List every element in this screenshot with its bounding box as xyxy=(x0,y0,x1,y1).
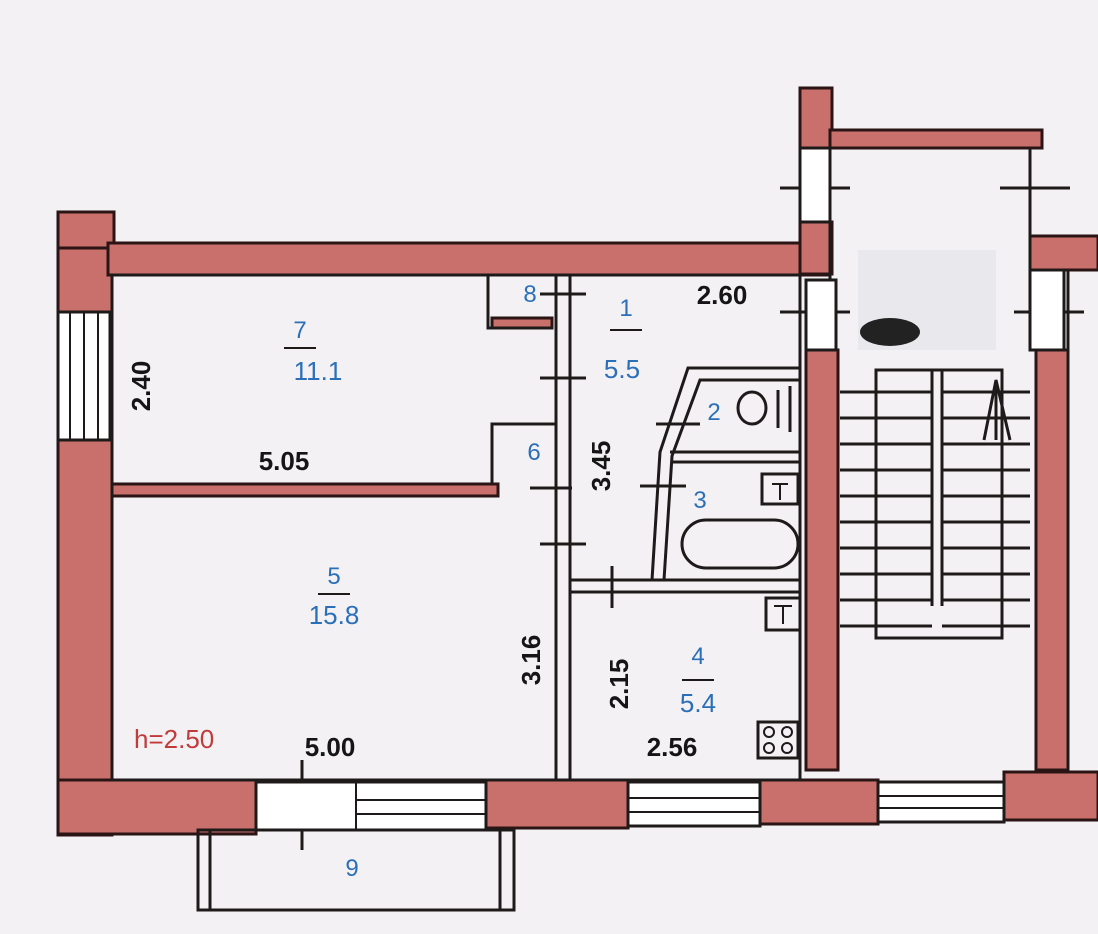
dim-hall-depth: 3.45 xyxy=(586,441,616,492)
bathtub-icon xyxy=(680,518,800,570)
dim-kitchen-width: 2.56 xyxy=(647,732,698,762)
room-3-number: 3 xyxy=(693,487,706,514)
room-6-number: 6 xyxy=(527,439,540,466)
room-7-area: 11.1 xyxy=(294,356,343,386)
room-1-number: 1 xyxy=(619,295,632,322)
dim-room7-depth: 2.40 xyxy=(126,361,156,412)
room-2-number: 2 xyxy=(707,399,720,426)
stair-arrow-icon xyxy=(982,379,1012,441)
stove-icon xyxy=(756,720,800,760)
windows xyxy=(56,146,1066,832)
room-5-area: 15.8 xyxy=(309,600,360,630)
room-8-number: 8 xyxy=(523,281,536,308)
room-5-number: 5 xyxy=(327,563,340,590)
dim-room5-width: 5.00 xyxy=(305,732,356,762)
dim-hall-width: 2.60 xyxy=(697,280,748,310)
room-4-number: 4 xyxy=(691,643,704,670)
walls xyxy=(56,86,1098,837)
dimension-labels: 5.05 2.40 5.00 3.16 2.60 3.45 2.56 2.15 … xyxy=(126,280,747,762)
room-4-area: 5.4 xyxy=(680,688,716,718)
room-9-number: 9 xyxy=(345,855,358,882)
room-7-number: 7 xyxy=(293,317,306,344)
balcony xyxy=(196,828,516,912)
dim-room5-depth: 3.16 xyxy=(516,635,546,686)
staircase xyxy=(840,368,1030,640)
room-labels: 7 11.1 1 5.5 8 6 2 3 5 15.8 4 5.4 9 xyxy=(284,281,721,882)
room-1-area: 5.5 xyxy=(604,354,640,384)
ceiling-height-label: h=2.50 xyxy=(134,724,214,754)
toilet-icon xyxy=(736,386,792,432)
dim-kitchen-depth: 2.15 xyxy=(604,659,634,710)
dim-room7-width: 5.05 xyxy=(259,446,310,476)
sink-icon xyxy=(760,472,802,632)
ink-blot xyxy=(860,318,920,346)
